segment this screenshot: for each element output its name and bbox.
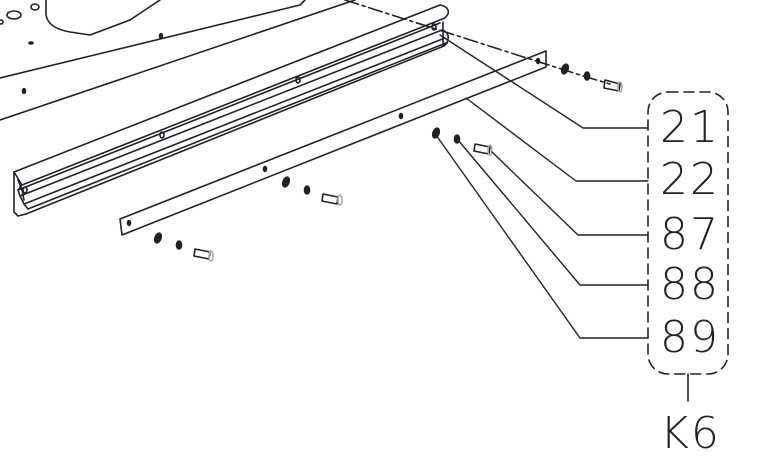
callout-22: 22 [660,154,720,205]
strip-part-22 [119,50,547,236]
rail-part-21 [13,4,450,217]
hardware-set-left [153,232,214,262]
leader-lines [435,34,649,339]
callout-88: 88 [660,259,720,310]
callout-21: 21 [660,102,720,153]
hardware-set-middle [281,176,343,206]
hardware-set-right-top [560,63,623,93]
callout-group-box [647,91,729,375]
callout-89: 89 [660,312,720,363]
callout-87: 87 [660,209,720,260]
group-label: K6 [660,408,721,459]
base-panel [0,0,356,121]
centerline [344,0,611,85]
